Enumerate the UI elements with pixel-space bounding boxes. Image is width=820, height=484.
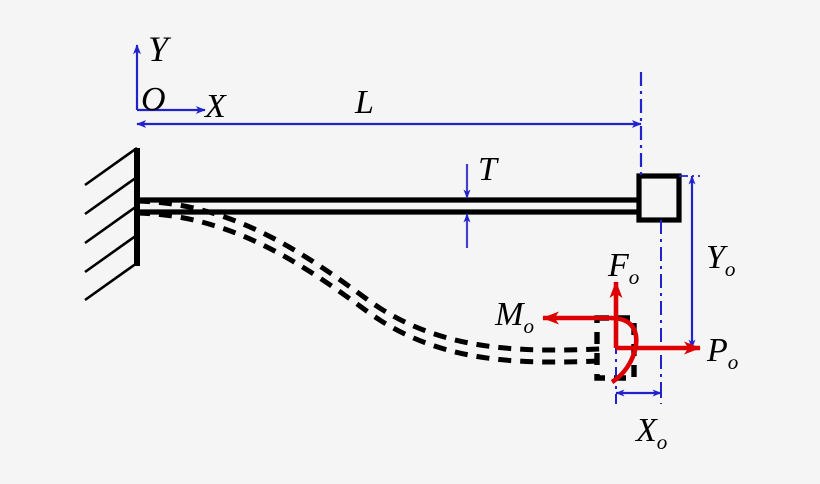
label-L: L bbox=[354, 84, 374, 121]
fixed-support bbox=[84, 146, 140, 302]
label-X: X bbox=[203, 88, 227, 125]
dimension-Xo bbox=[615, 340, 662, 404]
label-O: O bbox=[141, 81, 166, 118]
beam bbox=[137, 197, 641, 215]
label-Xo: Xo bbox=[634, 412, 667, 454]
label-Yo: Yo bbox=[706, 239, 735, 281]
label-Mo: Mo bbox=[494, 296, 534, 338]
dimension-Yo bbox=[634, 175, 700, 384]
deflected-beam bbox=[136, 198, 601, 365]
label-Po: Po bbox=[706, 332, 738, 374]
wall-hatching bbox=[84, 146, 138, 302]
coordinate-axes bbox=[133, 44, 206, 114]
label-T: T bbox=[478, 151, 499, 188]
tip-mass-block bbox=[636, 173, 682, 223]
label-Y: Y bbox=[148, 29, 172, 69]
label-Fo: Fo bbox=[607, 247, 639, 289]
moment-Mo-arc bbox=[542, 311, 639, 384]
